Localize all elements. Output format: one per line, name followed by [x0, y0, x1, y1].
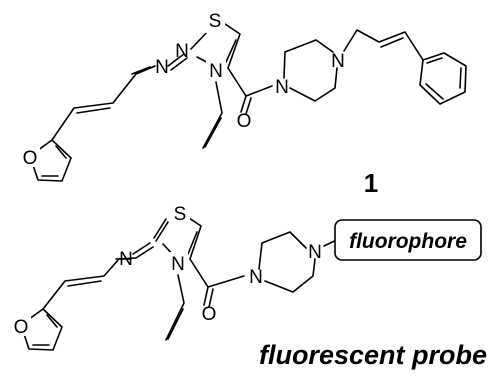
compound-1-structure: O N S N N [21, 11, 467, 182]
compound-1-piperazine-nitrogen-label: N [275, 77, 289, 98]
compound-1-ring-nitrogen-label: N [209, 61, 223, 82]
fluorophore-label: fluorophore [349, 230, 467, 253]
compound-1-amide-piperazine [227, 39, 338, 115]
compound-1-linker [51, 53, 188, 141]
probe-furan-oxygen-label: O [14, 317, 29, 338]
probe-linker [42, 242, 154, 310]
compound-1-carbonyl-oxygen-label: O [237, 111, 252, 132]
probe-ring-nitrogen-label: N [171, 254, 185, 275]
probe-structure: O N S N [12, 203, 344, 351]
probe-furan-ring: O [12, 308, 63, 351]
compound-1-thiazoline-ring [190, 11, 241, 82]
compound-number-label: 1 [364, 168, 378, 198]
compound-1-allyl-group [202, 81, 223, 149]
fluorescent-probe-caption: fluorescent probe [259, 340, 487, 370]
compound-1-imine-nitrogen-label: N [155, 57, 169, 78]
compound-1-cinnamyl-phenyl [343, 29, 467, 105]
compound-1-piperazine-nitrogen-label: N [331, 51, 345, 72]
probe-thiazoline-sulfur-label: S [174, 204, 187, 225]
compound-1-hydrazone-nitrogen-label: N [175, 41, 189, 62]
fluorophore-box [334, 219, 482, 261]
probe-thiazoline-ring [153, 203, 202, 274]
probe-amide-piperazine [189, 231, 344, 308]
probe-allyl-group [165, 274, 185, 341]
probe-imine-nitrogen-label: N [119, 249, 133, 270]
probe-piperazine-nitrogen-label: N [249, 267, 263, 288]
compound-1-furan-ring: O [21, 139, 72, 182]
fluorophore-tag: fluorophore [334, 219, 482, 261]
probe-piperazine-nitrogen-label: N [308, 242, 322, 263]
compound-1-thiazoline-sulfur-label: S [209, 11, 222, 32]
probe-carbonyl-oxygen-label: O [202, 304, 217, 325]
compound-1-furan-oxygen-label: O [23, 148, 38, 169]
